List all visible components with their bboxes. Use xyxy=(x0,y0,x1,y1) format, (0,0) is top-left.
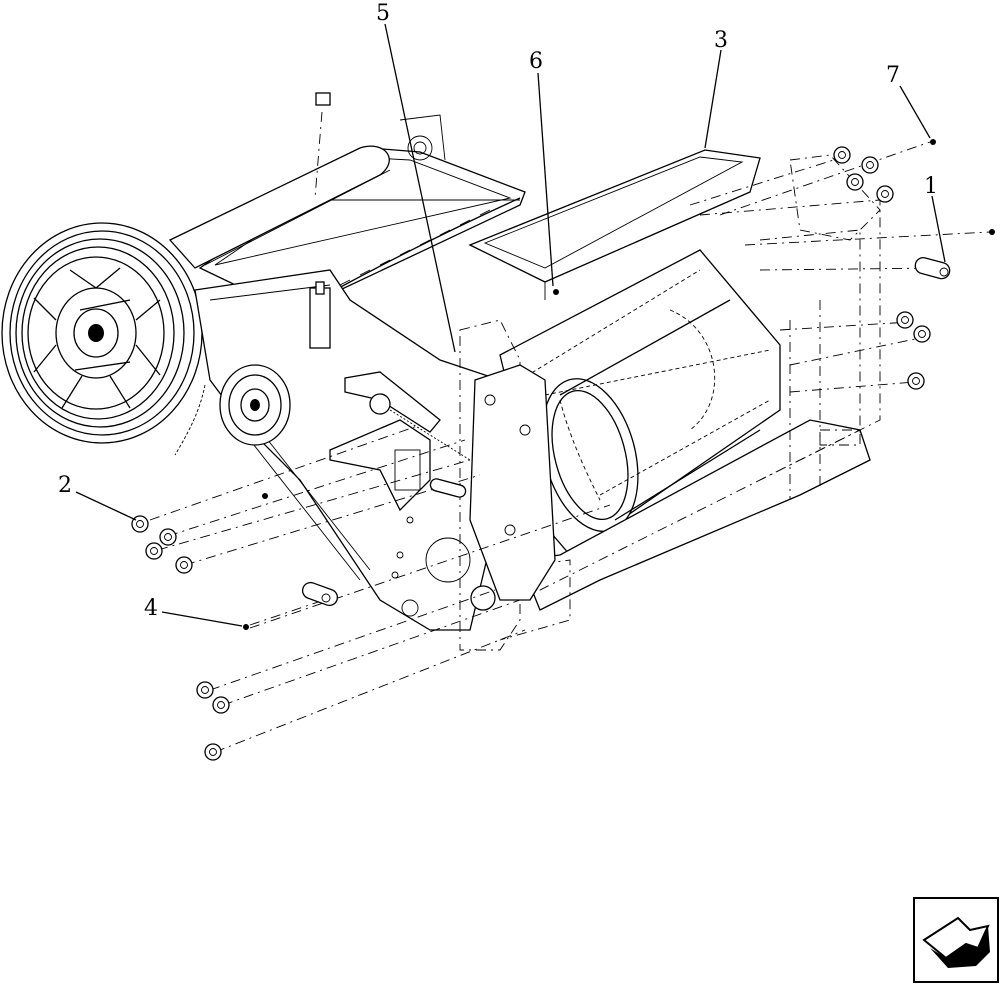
nut-left-2 xyxy=(159,528,177,546)
link-plate-part-1 xyxy=(914,257,951,280)
exploded-view-lines xyxy=(149,141,991,753)
bolt-center xyxy=(262,493,268,499)
main-drum-assembly xyxy=(499,249,781,556)
nut-left-3 xyxy=(145,542,163,560)
nut-right-2 xyxy=(861,156,879,174)
callout-2: 2 xyxy=(58,473,72,498)
nut-right-4 xyxy=(876,185,894,203)
nut-left-4 xyxy=(175,556,193,574)
bolt-part-6 xyxy=(553,289,559,295)
leader-3 xyxy=(704,49,722,149)
nut-right-7 xyxy=(907,372,925,390)
link-plates xyxy=(301,257,951,607)
drive-chain xyxy=(174,384,206,456)
nut-lower-1 xyxy=(196,681,214,699)
grease-post xyxy=(309,92,331,349)
callout-4: 4 xyxy=(144,596,158,621)
leader-6 xyxy=(537,72,554,287)
leader-5 xyxy=(384,23,456,353)
top-shield-panel xyxy=(468,149,761,300)
callout-7: 7 xyxy=(886,63,900,88)
tensioner-arm xyxy=(329,371,471,512)
nut-right-3 xyxy=(846,173,864,191)
leader-1 xyxy=(931,195,946,263)
callout-leaders xyxy=(75,23,946,627)
link-plate-lower xyxy=(301,581,339,607)
link-plate-mid xyxy=(429,478,467,498)
bolt-part-4 xyxy=(243,624,249,630)
idler-pulley xyxy=(219,364,291,446)
small-bolts xyxy=(243,139,995,630)
nut-right-1 xyxy=(833,146,851,164)
top-sprocket xyxy=(399,114,446,161)
leader-7 xyxy=(899,85,931,139)
leader-4 xyxy=(161,611,243,627)
large-pulley-wheel xyxy=(1,222,203,444)
callout-6: 6 xyxy=(529,49,543,74)
callout-3: 3 xyxy=(714,28,728,53)
rear-cylinder-drum xyxy=(168,145,391,269)
nut-lower-2 xyxy=(212,696,230,714)
nut-lower-3 xyxy=(204,743,222,761)
bolt-right-end xyxy=(989,229,995,235)
hardware-nuts xyxy=(131,146,931,761)
nut-left-1 xyxy=(131,515,149,533)
right-phantom-frame xyxy=(459,154,881,651)
callout-5: 5 xyxy=(376,1,390,26)
bolt-part-7 xyxy=(930,139,936,145)
nut-right-6 xyxy=(913,325,931,343)
nut-right-5 xyxy=(896,311,914,329)
callout-labels: 1 2 3 4 5 6 7 xyxy=(58,1,938,621)
page-turn-arrow-icon[interactable] xyxy=(913,897,999,983)
callout-1: 1 xyxy=(924,174,938,199)
right-end-plate xyxy=(469,364,556,611)
leader-2 xyxy=(75,491,137,521)
